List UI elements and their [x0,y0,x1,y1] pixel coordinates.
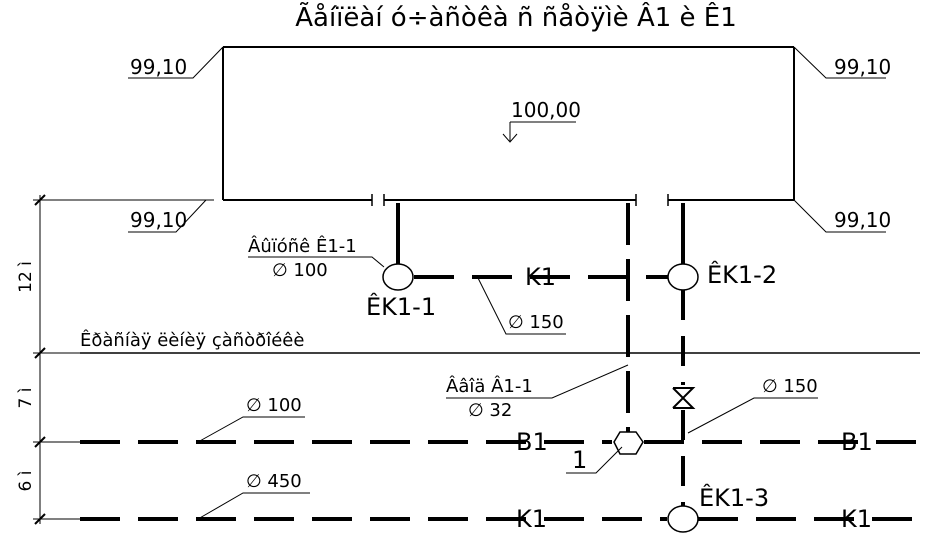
building-outline [222,46,795,201]
elevation-bottom-left: 99,10 [130,208,187,232]
elevation-floor: 100,00 [511,98,581,122]
water-pipes [80,203,920,444]
node-number: 1 [572,446,587,474]
water-input-diameter: ∅ 32 [468,400,512,421]
water-input-label: Ââîä Â1-1 [446,375,533,397]
dimension-chain [33,194,214,525]
well-ek1-3-icon [667,505,699,533]
well-ek1-3-label: ÊK1-3 [699,483,769,512]
elevation-bottom-right: 99,10 [834,208,891,232]
k1-main-diameter: ∅ 450 [246,471,302,492]
outlet-label: Âûïóñê Ê1-1 [248,235,357,257]
well-ek1-1-icon [382,263,414,291]
b1-left-label: B1 [516,428,548,456]
k1-main-left-label: K1 [516,505,547,533]
pipe-k1-local-diameter: ∅ 150 [508,312,564,333]
dimension-12m: 12 ì [16,261,36,293]
water-node-icon [613,431,644,455]
pipe-k1-local-label: K1 [525,263,556,291]
k1-main-right-label: K1 [841,505,872,533]
dimension-7m: 7 ì [16,388,36,409]
well-ek1-2-icon [667,263,699,291]
dimension-6m: 6 ì [16,471,36,492]
well-ek1-2-label: ÊK1-2 [707,260,777,289]
sewer-pipes [80,203,920,521]
b1-right-label: B1 [841,428,873,456]
branch-diameter: ∅ 150 [762,376,818,397]
outlet-leader [248,256,385,268]
elevation-leaders [128,46,886,233]
diameter-leaders [197,277,818,520]
elevation-top-left: 99,10 [130,55,187,79]
elevation-top-right: 99,10 [834,55,891,79]
drawing-title: Ãåíïëàí ó÷àñòêà ñ ñåòÿìè Â1 è Ê1 [295,1,737,33]
valve-icon [672,387,696,409]
wells [382,263,699,533]
wall-opening-ticks [371,194,669,206]
b1-main-diameter: ∅ 100 [246,395,302,416]
red-line-label: Êðàñíàÿ ëèíèÿ çàñòðîéêè [80,329,304,351]
well-ek1-1-label: ÊK1-1 [366,292,436,321]
outlet-diameter: ∅ 100 [272,260,328,281]
